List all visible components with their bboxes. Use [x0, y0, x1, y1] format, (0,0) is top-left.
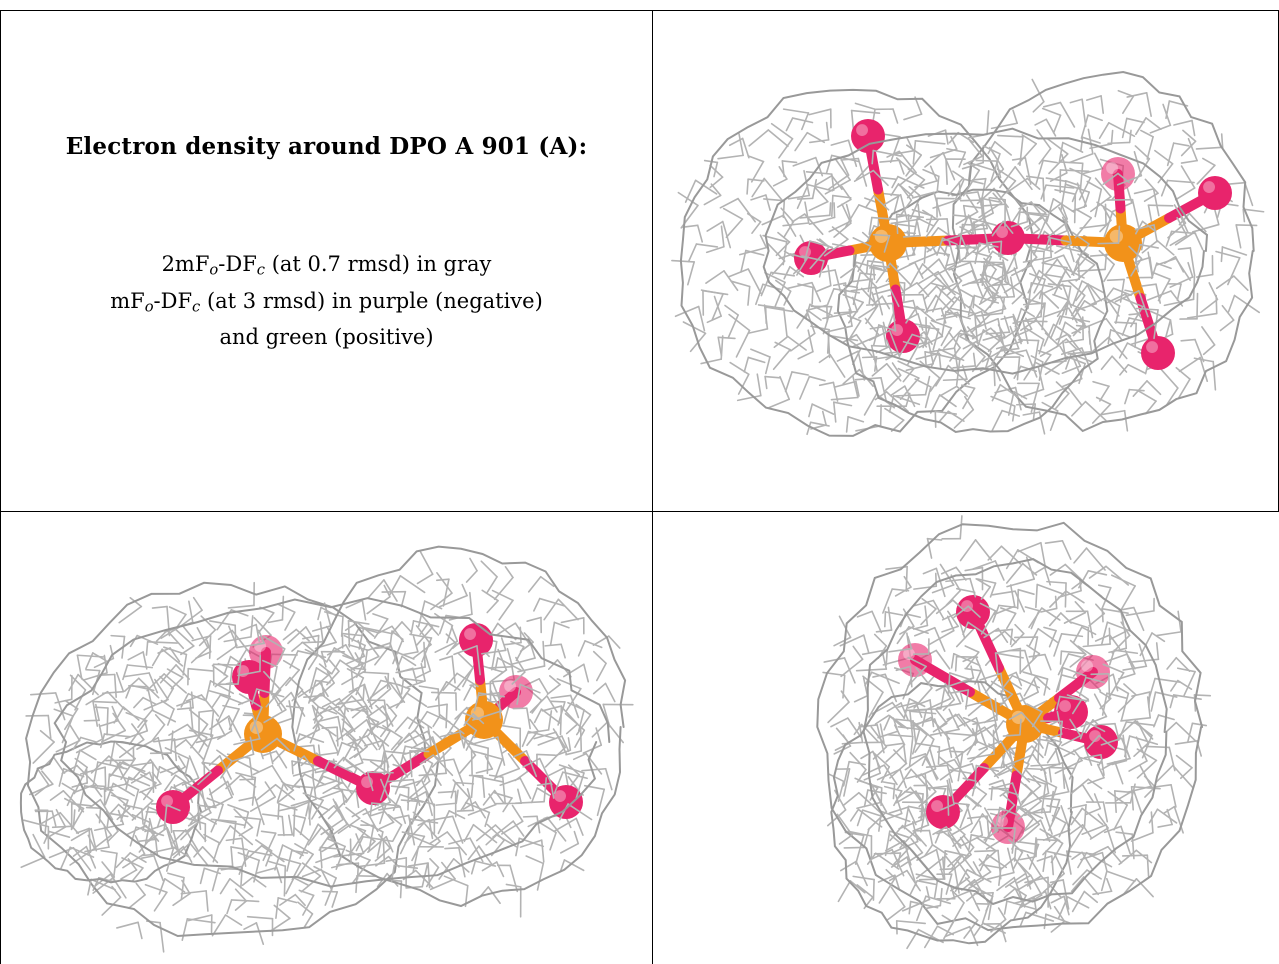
phosphorus-atom [1006, 705, 1044, 743]
atom-highlight [874, 229, 888, 244]
density-legend: 2mFo-DFc (at 0.7 rmsd) in gray mFo-DFc (… [1, 249, 652, 352]
density-mesh [53, 595, 611, 897]
oxygen-atom [1084, 725, 1118, 759]
atom-highlight [996, 226, 1008, 238]
atom-highlight [1106, 162, 1118, 174]
atom-highlight [1203, 181, 1215, 193]
molecule-render-view-3 [816, 515, 1212, 950]
molecule-render-view-1 [671, 70, 1265, 437]
oxygen-atom [851, 119, 885, 153]
oxygen-atom [991, 221, 1025, 255]
atoms [156, 623, 583, 824]
phosphorus-atom [244, 715, 282, 753]
density-mesh [761, 110, 1209, 378]
oxygen-atom [1141, 336, 1175, 370]
legend-line-2: mFo-DFc (at 3 rmsd) in purple (negative) [110, 288, 543, 316]
atom-highlight [161, 795, 173, 807]
atom-highlight [1059, 700, 1071, 712]
molecule-render-view-2 [19, 545, 634, 953]
atom-highlight [996, 815, 1008, 827]
oxygen-atom [991, 810, 1025, 844]
density-view-bottom-left [0, 512, 653, 964]
oxygen-atom [459, 623, 493, 657]
atom-highlight [1081, 660, 1093, 672]
phosphorus-atom [465, 701, 503, 739]
atom-highlight [1089, 730, 1101, 742]
legend-line-1: 2mFo-DFc (at 0.7 rmsd) in gray [161, 252, 492, 279]
oxygen-atom [1198, 176, 1232, 210]
density-mesh [855, 556, 1168, 916]
atom-highlight [903, 648, 915, 660]
figure-title: Electron density around DPO A 901 (A): [65, 133, 588, 160]
atom-highlight [554, 790, 566, 802]
density-view-bottom-right [653, 512, 1279, 964]
atom-highlight [1146, 341, 1158, 353]
density-view-top [653, 10, 1279, 512]
legend-line-3: and green (positive) [219, 325, 434, 350]
oxygen-atom [926, 795, 960, 829]
atom-highlight [891, 324, 903, 336]
description-cell: Electron density around DPO A 901 (A): 2… [0, 10, 653, 512]
oxygen-atom [499, 675, 533, 709]
phosphorus-atom [1104, 224, 1142, 262]
oxygen-atom [1076, 655, 1110, 689]
atom-highlight [1109, 229, 1123, 244]
atom-highlight [464, 628, 476, 640]
atom-highlight [856, 124, 868, 136]
atom-highlight [931, 800, 943, 812]
density-mesh [19, 545, 634, 953]
oxygen-atom [549, 785, 583, 819]
